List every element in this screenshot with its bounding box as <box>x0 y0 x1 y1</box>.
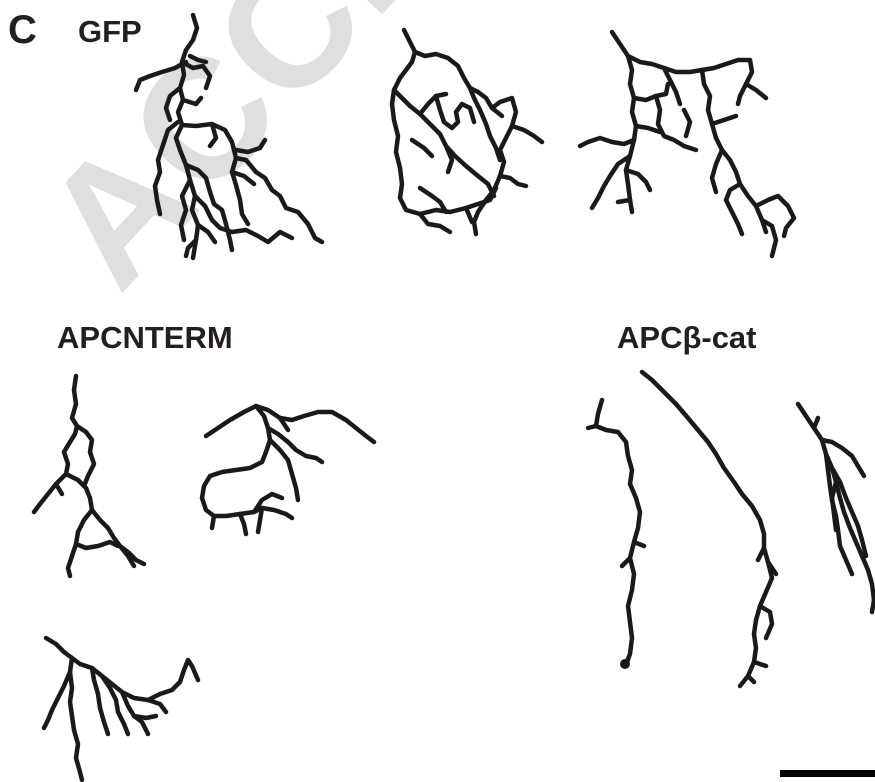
gfp-neuron-2-trace <box>392 30 542 234</box>
apcnterm-neuron-1-trace <box>34 376 144 576</box>
apcnterm-neuron-2-trace <box>202 406 374 534</box>
gfp-neuron-3-trace <box>580 32 794 256</box>
apcbcat-neuron-1-trace <box>588 400 644 664</box>
apcbcat-neuron-3-trace <box>798 404 874 612</box>
apcbcat-neuron-2-trace <box>642 372 776 686</box>
apcnterm-neuron-3-trace <box>44 638 198 780</box>
gfp-neuron-1-trace <box>136 15 322 258</box>
scale-bar <box>780 770 875 777</box>
apcbcat-soma-marker <box>620 659 630 669</box>
